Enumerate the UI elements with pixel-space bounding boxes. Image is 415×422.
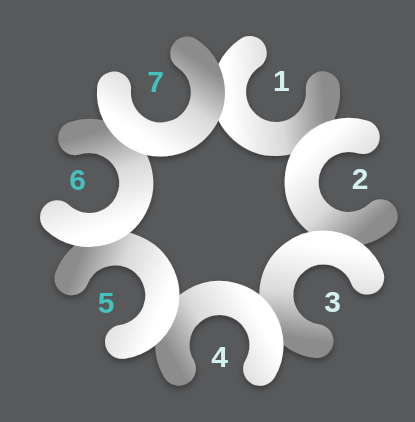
ring-arc [282, 115, 415, 248]
ring-arc [54, 234, 176, 356]
callout-number: 6 [69, 165, 86, 195]
callout-number: 1 [273, 66, 290, 96]
callout-number: 4 [211, 342, 228, 372]
callout-number: 7 [147, 67, 164, 97]
ring-arc [270, 241, 377, 348]
callout-number: 3 [324, 287, 341, 317]
callout-number: 5 [98, 288, 115, 318]
callout-number: 2 [352, 164, 369, 194]
ring-arc [96, 27, 227, 158]
ring-arc [225, 41, 326, 142]
